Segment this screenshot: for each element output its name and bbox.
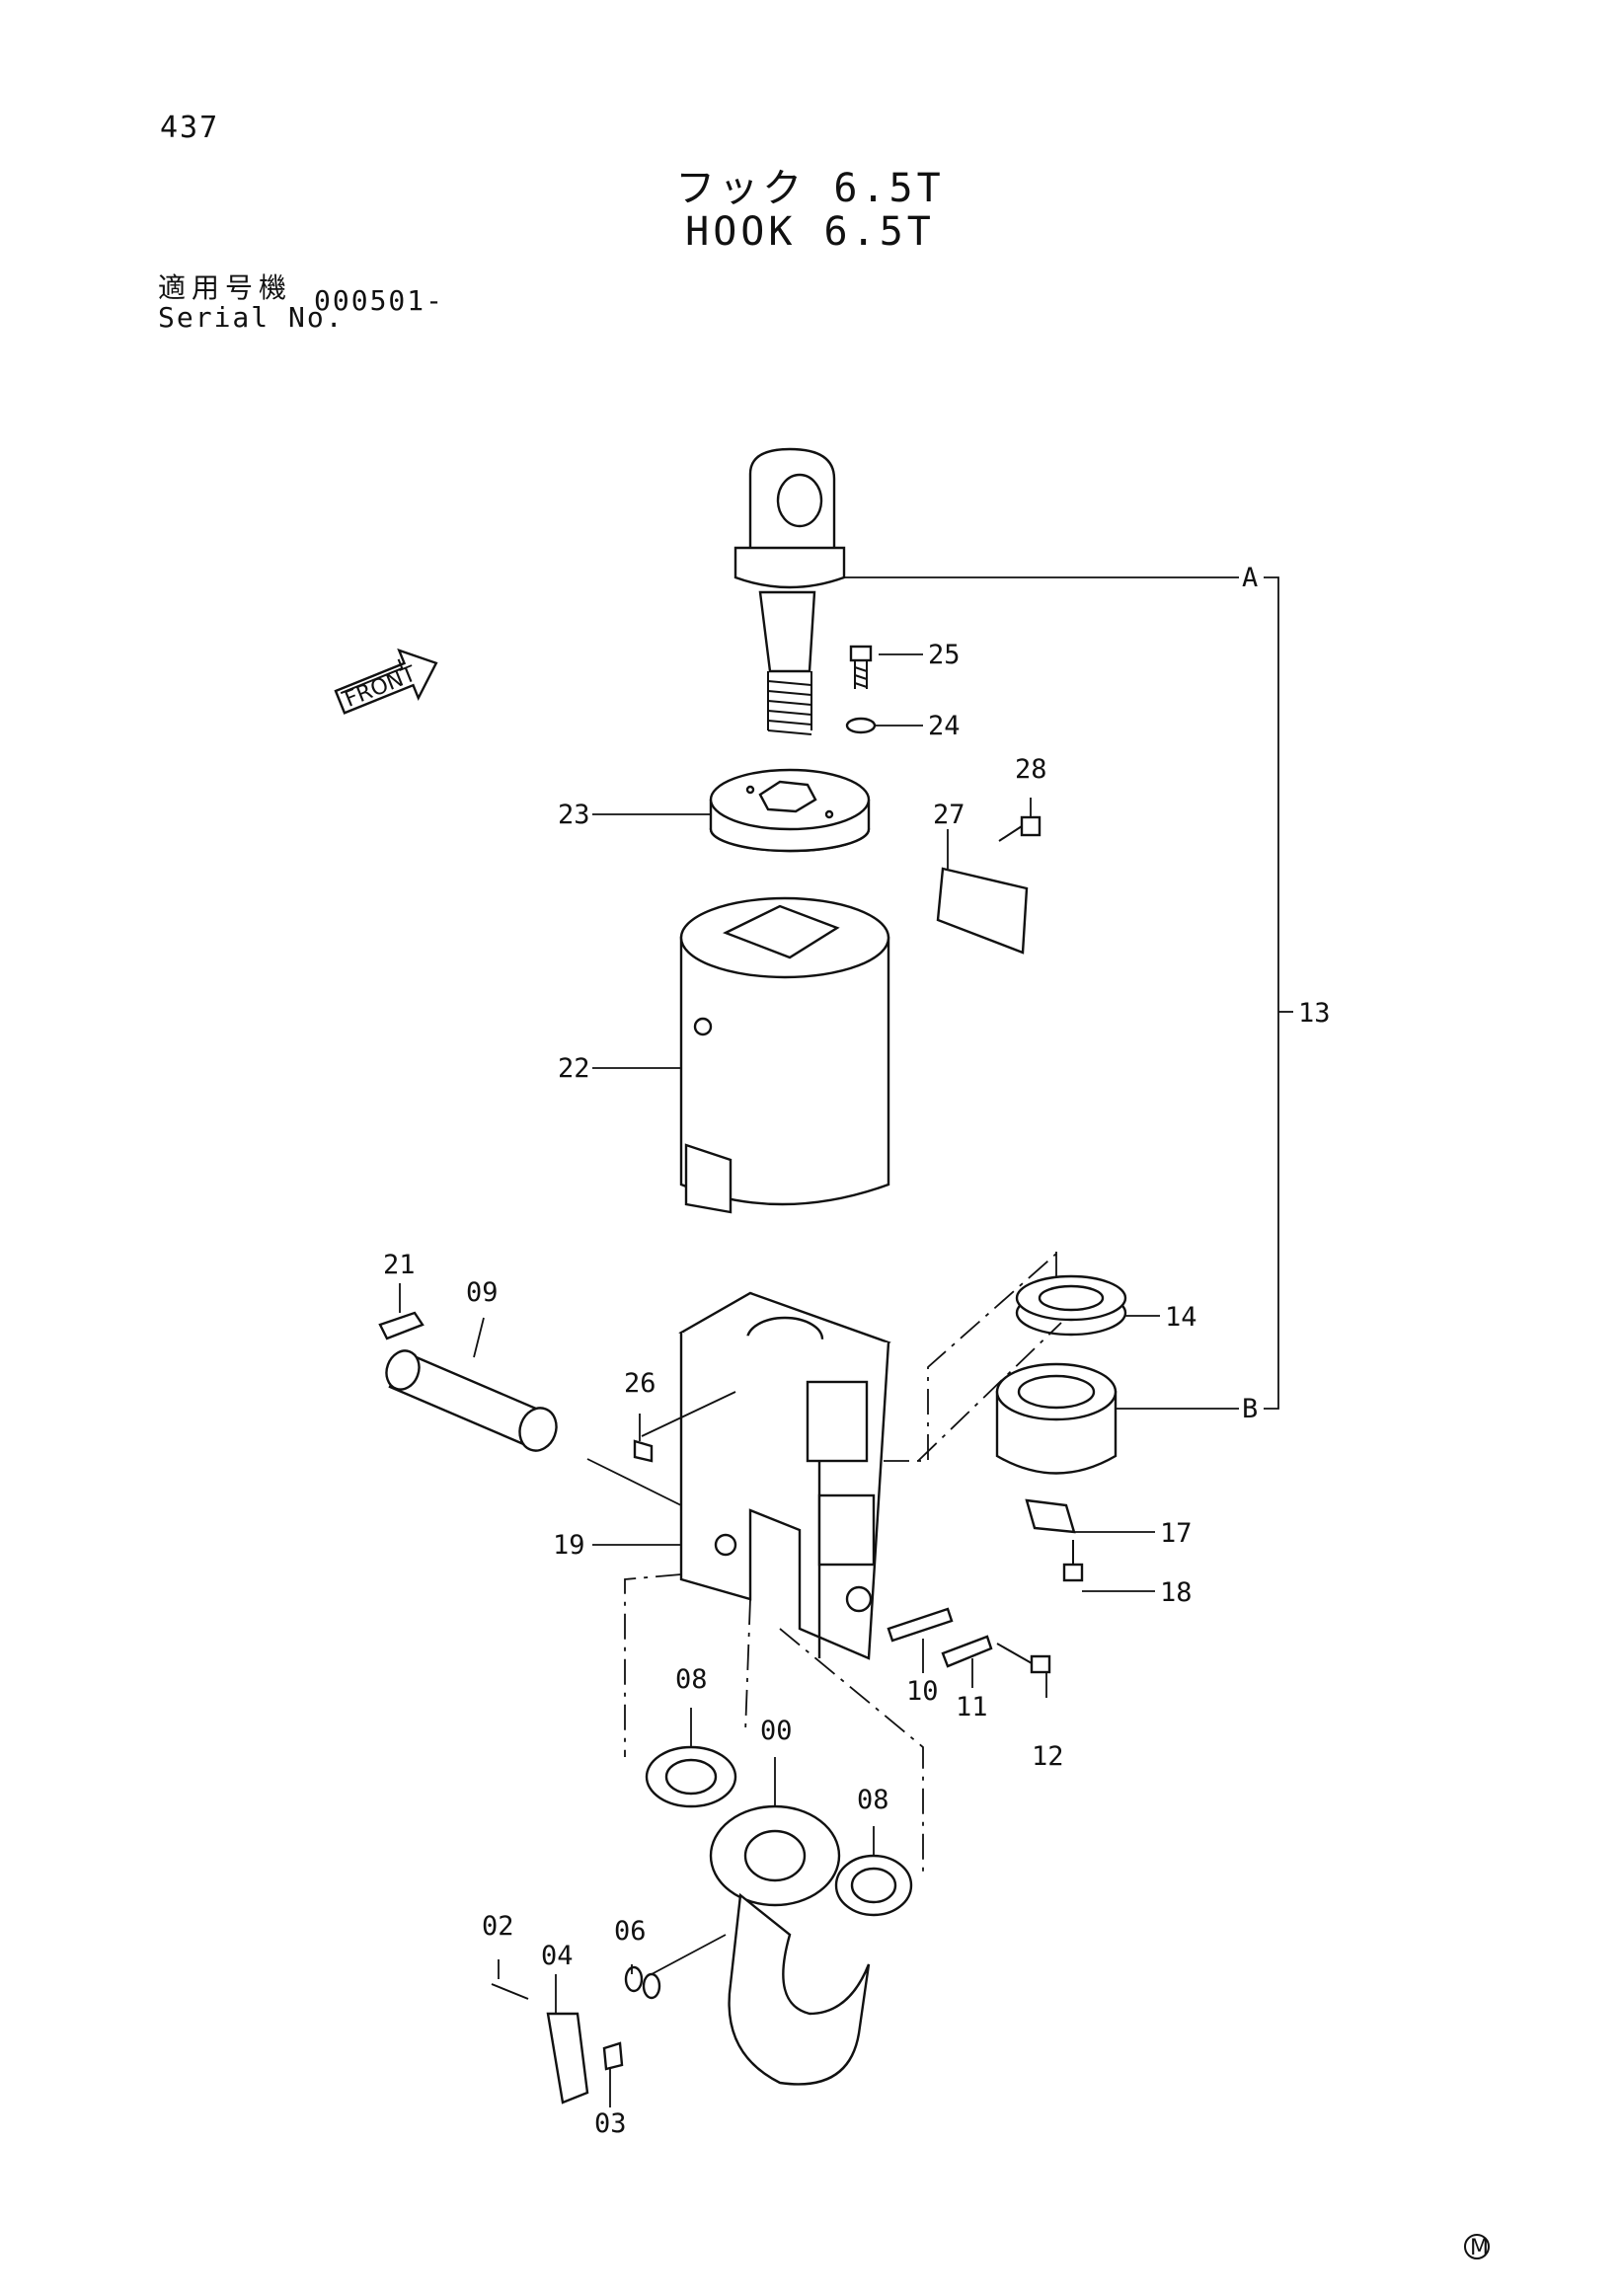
callout-18: 18 (1160, 1577, 1193, 1608)
key-part-21 (378, 1311, 424, 1340)
page-title-jp: フック 6.5T (675, 166, 945, 211)
front-label: FRONT (342, 661, 421, 713)
callout-17: 17 (1160, 1518, 1193, 1549)
callout-14: 14 (1165, 1302, 1197, 1333)
callout-25: 25 (928, 640, 961, 670)
front-arrow-icon: FRONT (334, 648, 438, 715)
footer-mark: M (1470, 2236, 1489, 2260)
thrust-bearing-part-14 (1015, 1274, 1127, 1337)
callout-08-right: 08 (857, 1785, 889, 1815)
callout-23: 23 (558, 800, 590, 830)
plate-part-23 (709, 768, 871, 853)
callout-06: 06 (614, 1916, 647, 1947)
bolt-part-12 (996, 1643, 1051, 1674)
callout-10: 10 (906, 1676, 939, 1707)
callout-02: 02 (482, 1911, 514, 1942)
hook-body-part-00 (709, 1804, 871, 2086)
callout-11: 11 (956, 1692, 988, 1722)
grease-nipple-part-26 (633, 1439, 654, 1463)
callout-26: 26 (624, 1368, 656, 1399)
serial-number-value: 000501- (314, 284, 445, 317)
callout-12: 12 (1032, 1741, 1064, 1772)
serial-label-jp: 適用号機 (158, 271, 293, 304)
callout-21: 21 (383, 1250, 416, 1280)
latch-part-04 (546, 2012, 589, 2105)
page-title-en: HOOK 6.5T (685, 209, 935, 255)
housing-part-b (995, 1362, 1118, 1475)
eye-bolt-part (733, 447, 846, 735)
plate-part-10 (887, 1607, 954, 1643)
bushing-part-08-left (645, 1745, 737, 1808)
bushing-part-08-right (834, 1854, 913, 1917)
reference-a: A (1242, 563, 1258, 593)
washer-part-24 (845, 717, 877, 734)
nut-part-03 (602, 2041, 624, 2071)
pin-part-09 (385, 1349, 558, 1452)
frame-part-19 (678, 1291, 891, 1660)
screw-part-28 (998, 815, 1041, 842)
callout-27: 27 (933, 800, 965, 830)
page-number: 437 (160, 111, 220, 145)
lock-plate-part-17 (1025, 1498, 1076, 1534)
bolt-part-25 (849, 645, 873, 689)
callout-13: 13 (1298, 998, 1331, 1029)
callout-09: 09 (466, 1277, 499, 1308)
callout-24: 24 (928, 711, 961, 741)
callout-19: 19 (553, 1530, 585, 1561)
reference-b: B (1242, 1394, 1258, 1424)
callout-03: 03 (594, 2108, 627, 2139)
bolt-part-02 (491, 1983, 529, 2000)
name-plate-part-27 (936, 867, 1029, 955)
callout-04: 04 (541, 1941, 574, 1971)
bolt-part-18 (1062, 1540, 1084, 1582)
callout-22: 22 (558, 1053, 590, 1084)
callout-08-left: 08 (675, 1664, 708, 1695)
circled-m-mark-icon: M (1464, 2234, 1490, 2260)
serial-label-en: Serial No. (158, 301, 345, 334)
callout-28: 28 (1015, 754, 1047, 785)
cover-part-22 (679, 896, 890, 1214)
callout-00: 00 (760, 1716, 793, 1746)
leader-lines (399, 576, 1293, 2107)
plate-part-11 (941, 1635, 993, 1668)
